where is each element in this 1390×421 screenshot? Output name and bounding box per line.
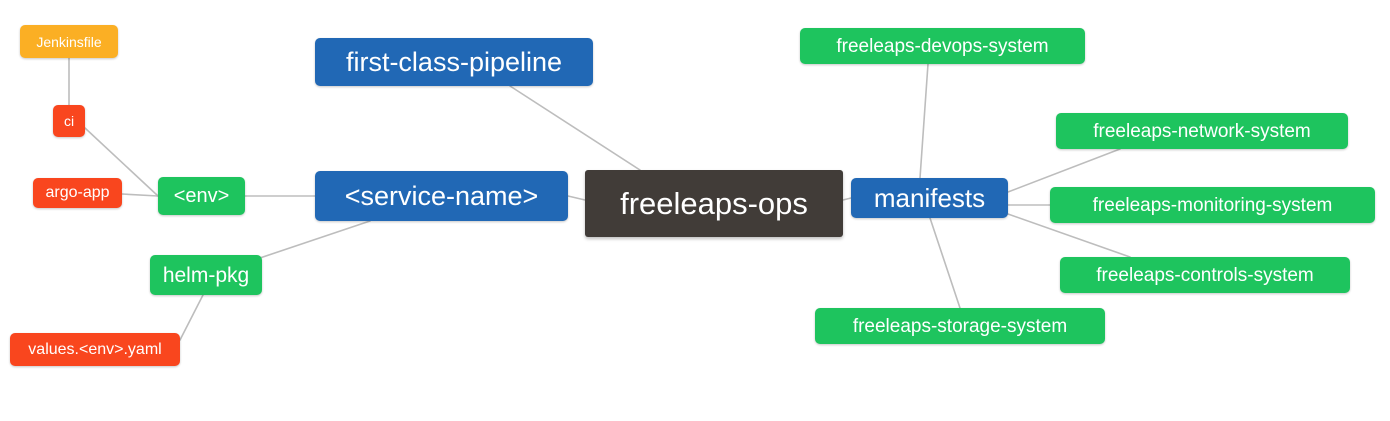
mindmap-node-helm-pkg[interactable]: helm-pkg: [150, 255, 262, 295]
edge-service-name-to-freeleaps-ops: [567, 195, 586, 201]
edge-manifests-to-storage-system: [929, 217, 961, 309]
edge-argo-app-to-env: [121, 193, 159, 197]
mindmap-node-service-name[interactable]: <service-name>: [315, 171, 568, 221]
mindmap-node-controls-system[interactable]: freeleaps-controls-system: [1060, 257, 1350, 293]
node-label: freeleaps-devops-system: [836, 35, 1049, 57]
mindmap-node-first-class-pipeline[interactable]: first-class-pipeline: [315, 38, 593, 86]
node-label: freeleaps-monitoring-system: [1092, 194, 1333, 216]
node-label: Jenkinsfile: [36, 33, 102, 50]
edge-manifests-to-devops-system: [919, 63, 929, 179]
mindmap-node-ci[interactable]: ci: [53, 105, 85, 137]
mindmap-node-monitoring-system[interactable]: freeleaps-monitoring-system: [1050, 187, 1375, 223]
mindmap-node-values-yaml[interactable]: values.<env>.yaml: [10, 333, 180, 366]
node-label: ci: [63, 113, 75, 129]
node-label: freeleaps-ops: [620, 186, 808, 221]
node-label: argo-app: [45, 184, 110, 201]
node-label: <service-name>: [344, 180, 539, 211]
edge-manifests-to-network-system: [1007, 148, 1121, 193]
mindmap-node-freeleaps-ops[interactable]: freeleaps-ops: [585, 170, 843, 237]
edge-first-class-pipeline-to-freeleaps-ops: [509, 85, 641, 171]
node-label: freeleaps-network-system: [1093, 120, 1311, 142]
node-label: helm-pkg: [162, 263, 250, 287]
mindmap-node-manifests[interactable]: manifests: [851, 178, 1008, 218]
mindmap-node-jenkinsfile[interactable]: Jenkinsfile: [20, 25, 118, 58]
node-label: first-class-pipeline: [345, 46, 563, 77]
node-label: freeleaps-controls-system: [1096, 264, 1314, 286]
mindmap-node-env[interactable]: <env>: [158, 177, 245, 215]
edge-freeleaps-ops-to-manifests: [842, 197, 852, 201]
node-label: freeleaps-storage-system: [852, 315, 1068, 337]
mindmap-node-devops-system[interactable]: freeleaps-devops-system: [800, 28, 1085, 64]
mindmap-node-argo-app[interactable]: argo-app: [33, 178, 122, 208]
mindmap-node-network-system[interactable]: freeleaps-network-system: [1056, 113, 1348, 149]
node-label: manifests: [873, 183, 986, 213]
mindmap-node-storage-system[interactable]: freeleaps-storage-system: [815, 308, 1105, 344]
edge-values-yaml-to-helm-pkg: [179, 294, 204, 341]
node-label: values.<env>.yaml: [28, 340, 162, 358]
edge-helm-pkg-to-service-name: [247, 220, 371, 263]
node-label: <env>: [173, 185, 230, 207]
